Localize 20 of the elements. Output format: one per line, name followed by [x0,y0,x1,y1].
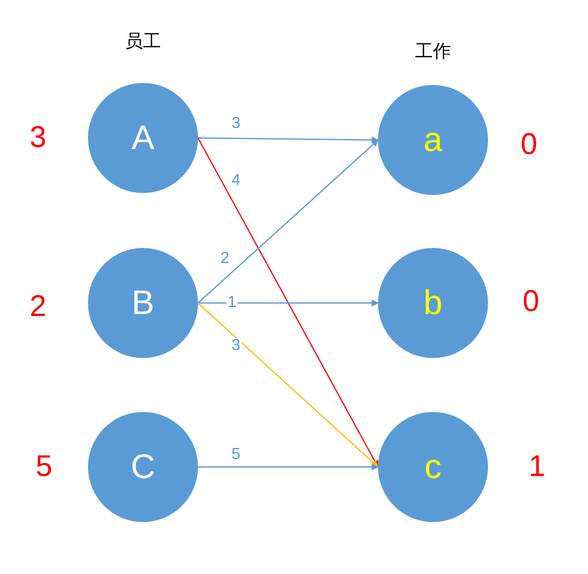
node-value: 0 [520,130,538,160]
node-circle: C [88,412,198,522]
node-circle: a [378,85,488,195]
node-value: 0 [522,287,540,317]
node-value: 3 [30,123,46,153]
node-circle: A [88,83,198,193]
arrow [197,138,379,468]
node-circle: b [378,248,488,358]
node-value: 1 [528,452,546,482]
column-heading: 工作 [415,42,451,62]
arrow [198,136,379,144]
arrow [198,302,379,468]
arrow [198,140,379,304]
column-heading: 员工 [125,32,161,52]
node-value: 2 [30,292,46,322]
node-circle: B [88,248,198,358]
node-circle: c [378,412,488,522]
arrow [198,464,379,470]
node-value: 5 [36,452,52,482]
arrow [198,300,379,306]
